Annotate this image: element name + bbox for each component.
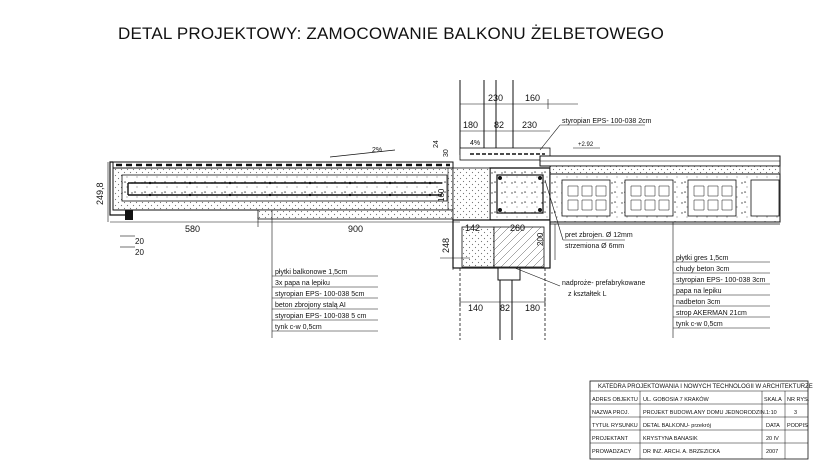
slope-label-balcony: 2% xyxy=(372,147,382,154)
dim-30: 30 xyxy=(443,149,450,157)
dim-230-top: 230 xyxy=(488,93,503,103)
title-block-header: KATEDRA PROJEKTOWANIA I NOWYCH TECHNOLOG… xyxy=(598,384,813,390)
layer-right-3: styropian EPS- 100-038 3cm xyxy=(676,277,766,284)
dim-160-top: 160 xyxy=(525,93,540,103)
layer-left-4: beton zbrojony stalą AI xyxy=(275,302,346,309)
tb-r1-c2: 1:10 xyxy=(766,410,777,416)
layer-left-3: styropian EPS- 100-038 5cm xyxy=(275,291,365,298)
tb-r4-c1: DR INZ. ARCH. A. BRZEZICKA xyxy=(643,449,720,455)
tb-r0-c2: SKALA xyxy=(764,397,782,403)
layer-right-6: strop AKERMAN 21cm xyxy=(676,310,747,317)
dim-230-mid: 230 xyxy=(522,120,537,130)
slope-label-threshold: 4% xyxy=(470,140,480,147)
callout-strzemiona: strzemiona Ø 6mm xyxy=(565,243,624,250)
dim-82-mid: 82 xyxy=(494,120,504,130)
title-block xyxy=(589,380,809,460)
dim-180-bottom: 180 xyxy=(525,303,540,313)
tb-r0-c1: UL. GOBOSIA 7 KRAKÓW xyxy=(643,396,710,403)
callout-nadproze-1: nadproże- prefabrykowane xyxy=(562,280,645,287)
layer-right-1: płytki gres 1,5cm xyxy=(676,255,729,262)
dim-20-a: 20 xyxy=(135,237,144,246)
dim-900: 900 xyxy=(348,224,363,234)
layer-left-1: płytki balkonowe 1,5cm xyxy=(275,269,348,276)
tb-r4-c0: PROWADZACY xyxy=(592,449,632,455)
dimension-lines xyxy=(107,99,578,307)
dim-200: 200 xyxy=(536,232,545,246)
tb-r0-c0: ADRES OBJEKTU xyxy=(592,397,638,403)
dim-20-b: 20 xyxy=(135,248,144,257)
tb-r4-c2: 2007 xyxy=(766,449,778,455)
wall-section xyxy=(452,80,551,340)
tb-r2-c1: DETAL BALKONU- przekrój xyxy=(643,423,711,429)
tb-r3-c2: 20 IV xyxy=(766,436,779,442)
callout-leaders xyxy=(271,124,674,338)
layer-right-5: nadbeton 3cm xyxy=(676,299,721,306)
dim-24: 24 xyxy=(433,140,440,148)
dim-160-v: 160 xyxy=(437,188,446,202)
tb-r0-c3: NR RYS. xyxy=(787,397,810,403)
layers-left-lines xyxy=(272,275,378,332)
callout-nadproze-2: z kształtek L xyxy=(568,291,607,298)
dim-180-mid: 180 xyxy=(463,120,478,130)
dim-140-bottom: 140 xyxy=(468,303,483,313)
dim-248: 248 xyxy=(441,238,451,253)
tb-r2-c2: DATA xyxy=(766,423,780,429)
layer-right-7: tynk c-w 0,5cm xyxy=(676,321,723,328)
tb-r1-c3: 3 xyxy=(794,410,797,416)
floor-slab xyxy=(539,155,781,225)
tb-r2-c0: TYTUŁ RYSUNKU xyxy=(592,423,638,429)
layer-left-6: tynk c-w 0,5cm xyxy=(275,324,322,331)
dim-260: 260 xyxy=(510,223,525,233)
tb-r1-c1: PROJEKT BUDOWLANY DOMU JEDNORODZIN. xyxy=(643,410,767,416)
dim-82-bottom: 82 xyxy=(500,303,510,313)
level-mark: +2.92 xyxy=(578,142,594,148)
tb-r3-c0: PROJEKTANT xyxy=(592,436,629,442)
drawing-title: DETAL PROJEKTOWY: ZAMOCOWANIE BALKONU ŻE… xyxy=(118,24,665,43)
tb-r3-c1: KRYSTYNA BANASIK xyxy=(643,436,698,442)
layers-right-lines xyxy=(673,261,770,329)
balcony-slab xyxy=(109,149,454,220)
layer-right-4: papa na lepiku xyxy=(676,288,722,295)
layer-left-5: styropian EPS- 100-038 5 cm xyxy=(275,313,367,320)
layer-left-2: 3x papa na lepiku xyxy=(275,280,330,287)
dim-142: 142 xyxy=(465,223,480,233)
dim-249-8: 249,8 xyxy=(95,182,105,205)
callout-styropian-top: styropian EPS- 100-038 2cm xyxy=(562,118,652,125)
layer-right-2: chudy beton 3cm xyxy=(676,266,729,273)
tb-r1-c0: NAZWA PROJ. xyxy=(592,410,630,416)
tb-r2-c3: PODPIS xyxy=(787,423,808,429)
dim-580: 580 xyxy=(185,224,200,234)
callout-pret: pret zbrojen. Ø 12mm xyxy=(565,232,633,239)
